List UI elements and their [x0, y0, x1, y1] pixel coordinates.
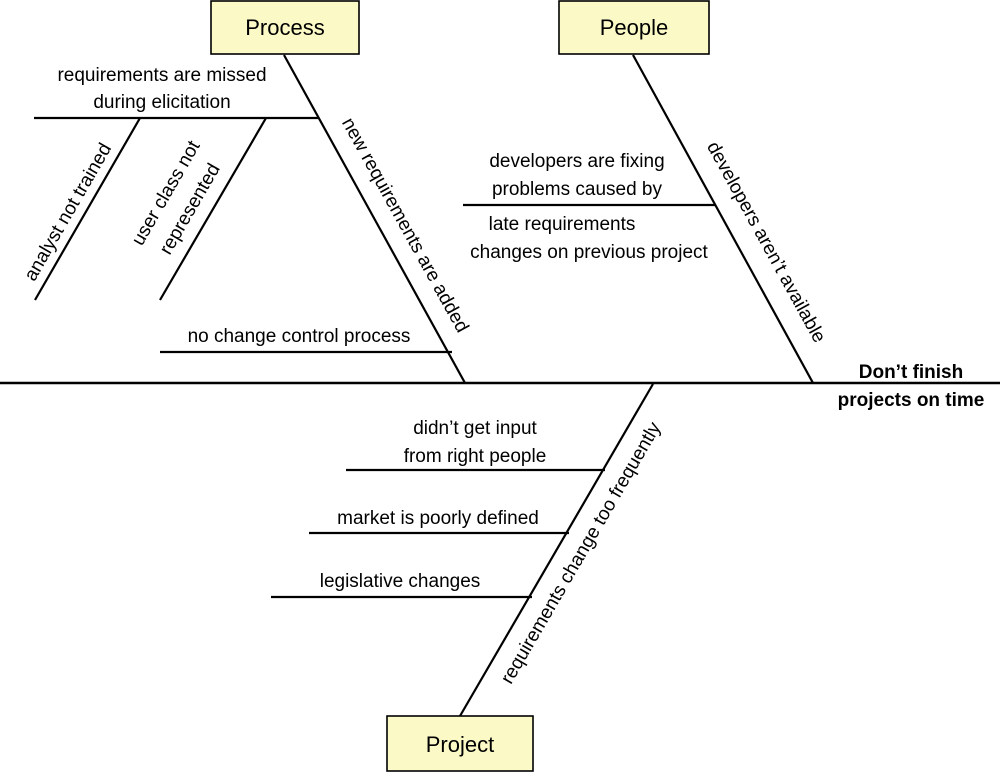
input-right-people-label-line2: from right people [404, 446, 547, 467]
market-label: market is poorly defined [337, 508, 539, 529]
no-change-control-label: no change control process [188, 326, 411, 347]
people-bone [632, 54, 814, 384]
analyst-line [34, 117, 141, 301]
developers-fixing-label-line3: late requirements [489, 214, 636, 235]
category-label-process: Process [245, 15, 324, 40]
effect-label-line2: projects on time [838, 390, 985, 411]
missed-requirements-label-line2: during elicitation [93, 92, 230, 113]
category-box-project: Project [386, 715, 534, 772]
developers-fixing-label-line2: problems caused by [492, 179, 663, 200]
category-box-people: People [558, 0, 710, 55]
developers-fixing-label-line4: changes on previous project [470, 242, 708, 263]
legislative-label: legislative changes [320, 571, 481, 592]
category-label-people: People [600, 15, 669, 40]
missed-requirements-label-line1: requirements are missed [57, 65, 266, 86]
project-bone [459, 383, 654, 717]
user-class-line [159, 117, 267, 301]
effect-label-line1: Don’t finish [859, 362, 963, 383]
process-main-cause-label: new requirements are added [337, 114, 472, 336]
input-right-people-label-line1: didn’t get input [413, 418, 537, 439]
category-label-project: Project [426, 732, 494, 757]
analyst-label: analyst not trained [20, 140, 116, 285]
people-main-cause-label: developers aren’t available [702, 138, 829, 346]
developers-fixing-label-line1: developers are fixing [489, 151, 664, 172]
category-box-process: Process [210, 0, 360, 55]
process-bone [283, 54, 466, 384]
